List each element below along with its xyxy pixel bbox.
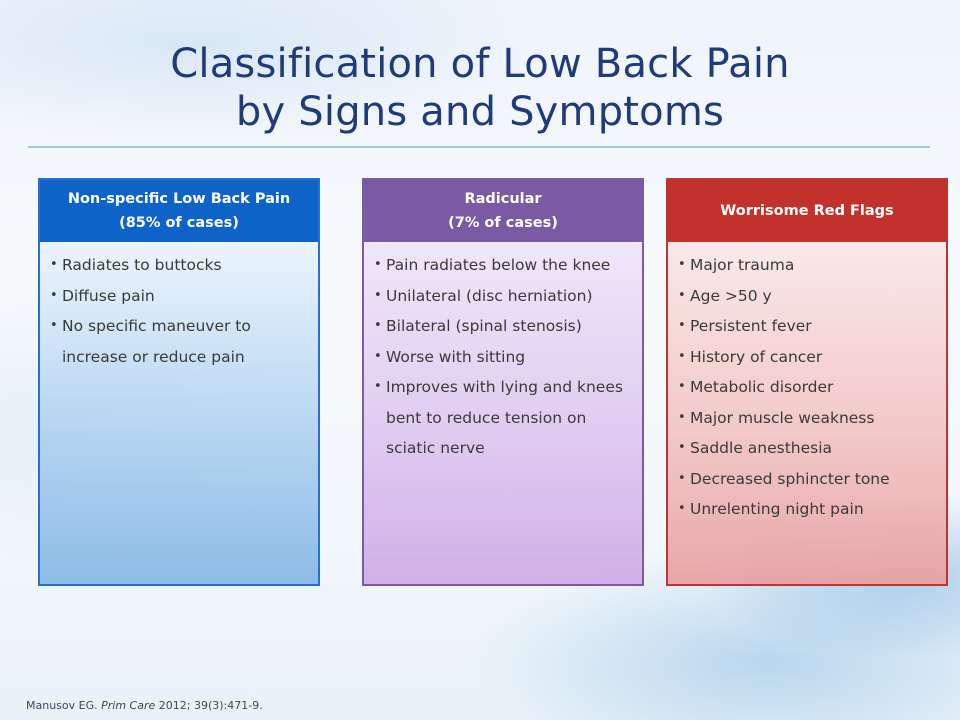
card-non-specific: Non-specific Low Back Pain (85% of cases… (38, 178, 320, 586)
bullet-list: Radiates to buttocks Diffuse pain No spe… (50, 250, 312, 372)
card-heading: Non-specific Low Back Pain (67, 191, 291, 207)
card-heading: Radicular (464, 191, 542, 207)
list-item: Diffuse pain (50, 281, 312, 312)
list-item: Major muscle weakness (678, 403, 940, 434)
list-item: Age >50 y (678, 281, 940, 312)
list-item: Worse with sitting (374, 342, 636, 373)
list-item: Improves with lying and knees bent to re… (374, 372, 636, 464)
title-divider (28, 146, 930, 148)
list-item: Saddle anesthesia (678, 433, 940, 464)
list-item: Pain radiates below the knee (374, 250, 636, 281)
card-subheading: (7% of cases) (448, 215, 558, 231)
card-header: Non-specific Low Back Pain (85% of cases… (40, 180, 318, 242)
bullet-list: Major trauma Age >50 y Persistent fever … (678, 250, 940, 525)
list-item: Major trauma (678, 250, 940, 281)
citation: Manusov EG. Prim Care 2012; 39(3):471-9. (26, 699, 263, 712)
list-item: Unrelenting night pain (678, 494, 940, 525)
list-item: History of cancer (678, 342, 940, 373)
list-item: Decreased sphincter tone (678, 464, 940, 495)
citation-author: Manusov EG. (26, 699, 98, 712)
slide-title-line-1: Classification of Low Back Pain (170, 41, 790, 87)
card-radicular: Radicular (7% of cases) Pain radiates be… (362, 178, 644, 586)
list-item: No specific maneuver to increase or redu… (50, 311, 312, 372)
list-item: Bilateral (spinal stenosis) (374, 311, 636, 342)
card-subheading: (85% of cases) (119, 215, 239, 231)
card-body: Pain radiates below the knee Unilateral … (364, 242, 642, 584)
list-item: Unilateral (disc herniation) (374, 281, 636, 312)
citation-details: 2012; 39(3):471-9. (158, 699, 263, 712)
bullet-list: Pain radiates below the knee Unilateral … (374, 250, 636, 464)
card-header: Radicular (7% of cases) (364, 180, 642, 242)
card-red-flags: Worrisome Red Flags Major trauma Age >50… (666, 178, 948, 586)
card-header: Worrisome Red Flags (668, 180, 946, 242)
slide-title-line-2: by Signs and Symptoms (235, 89, 725, 135)
card-body: Major trauma Age >50 y Persistent fever … (668, 242, 946, 584)
citation-journal: Prim Care (101, 699, 156, 712)
card-heading: Worrisome Red Flags (720, 203, 894, 219)
slide-title: Classification of Low Back Pain by Signs… (0, 40, 960, 136)
card-body: Radiates to buttocks Diffuse pain No spe… (40, 242, 318, 584)
list-item: Radiates to buttocks (50, 250, 312, 281)
list-item: Persistent fever (678, 311, 940, 342)
list-item: Metabolic disorder (678, 372, 940, 403)
